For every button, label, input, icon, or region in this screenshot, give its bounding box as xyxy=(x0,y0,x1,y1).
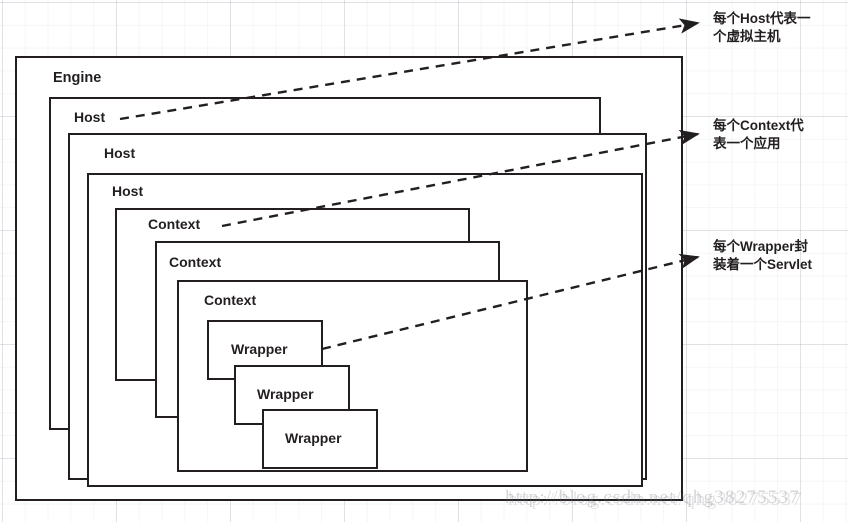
label-context-3: Context xyxy=(204,292,257,308)
label-engine: Engine xyxy=(53,70,102,86)
label-wrapper-3: Wrapper xyxy=(285,430,342,446)
watermark-url-ghost: http://blog.csdn.net/qhg38275537 xyxy=(508,489,803,510)
watermark-url: http://blog.csdn.net/qhg38275537 xyxy=(505,487,800,508)
annotation-wrapper: 每个Wrapper封 装着一个Servlet xyxy=(713,239,813,273)
label-wrapper-2: Wrapper xyxy=(257,386,314,402)
label-host-1: Host xyxy=(74,109,106,125)
label-context-1: Context xyxy=(148,216,201,232)
label-host-2: Host xyxy=(104,145,136,161)
annotation-context: 每个Context代 表一个应用 xyxy=(713,118,804,152)
box-wrapper-3 xyxy=(262,409,378,469)
label-wrapper-1: Wrapper xyxy=(231,341,288,357)
label-context-2: Context xyxy=(169,254,222,270)
label-host-3: Host xyxy=(112,183,144,199)
annotation-host: 每个Host代表一 个虚拟主机 xyxy=(713,11,811,45)
